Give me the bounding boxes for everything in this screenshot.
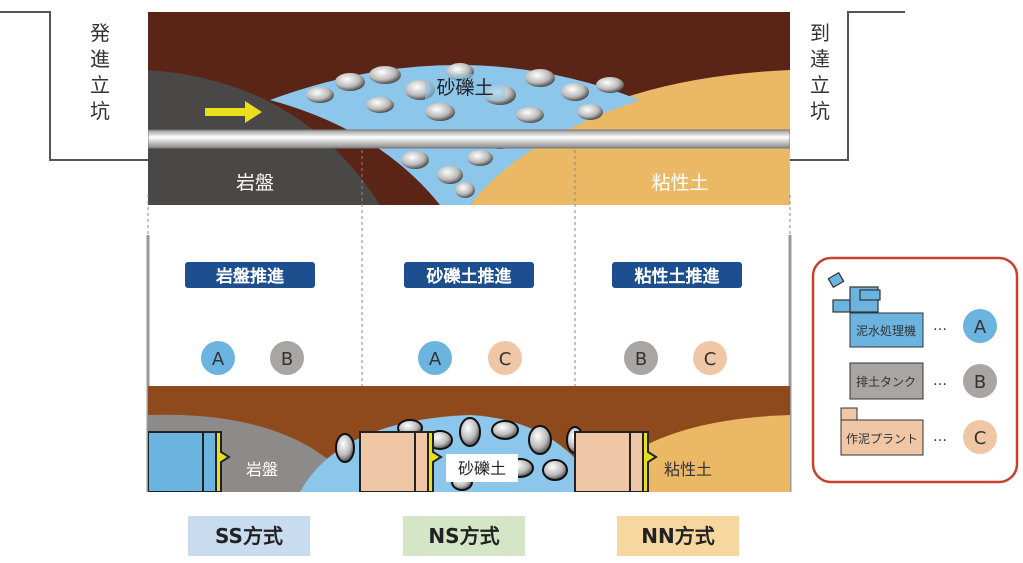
legend-label-a: 泥水処理機 xyxy=(856,323,916,338)
legend-dots: … xyxy=(933,429,947,445)
circle-label: A xyxy=(429,349,442,370)
bottom-gravel-label: 砂礫土 xyxy=(458,459,506,478)
start-shaft: 発 進 立 坑 xyxy=(0,11,148,161)
legend-label-c: 作泥プラント xyxy=(846,432,918,446)
legend-key-c: C xyxy=(974,428,987,449)
shield-machine-ss xyxy=(148,431,231,492)
arrow-right-icon xyxy=(205,101,262,123)
top-rock-label: 岩盤 xyxy=(236,172,274,194)
start-shaft-char: 立 xyxy=(90,73,110,97)
equipment-legend: 泥水処理機 … A 排土タンク … B 作泥プラント … C xyxy=(811,256,1019,484)
badge-gravel-label: 砂礫土推進 xyxy=(427,266,512,287)
circle-label: C xyxy=(704,349,717,370)
legend-dots: … xyxy=(933,318,947,334)
bottom-clay-label: 粘性土 xyxy=(664,460,712,479)
start-shaft-char: 進 xyxy=(90,47,110,71)
circle-label: B xyxy=(281,349,293,370)
start-shaft-char: 坑 xyxy=(90,99,110,123)
arrival-shaft-char: 到 xyxy=(810,21,830,45)
bottom-rock-label: 岩盤 xyxy=(246,460,278,479)
legend-box-b xyxy=(849,362,924,400)
badge-gravel xyxy=(404,262,534,288)
badge-clay xyxy=(612,262,742,288)
circle-label: A xyxy=(212,349,225,370)
top-cross-section xyxy=(148,12,790,205)
pipe xyxy=(148,129,790,149)
arrival-shaft-char: 達 xyxy=(810,47,830,71)
method-names: SS方式 NS方式 NN方式 xyxy=(188,516,739,556)
legend-key-b: B xyxy=(974,372,986,393)
slurry-treatment-icon xyxy=(827,271,881,313)
legend-dots: … xyxy=(933,373,947,389)
badge-rock-label: 岩盤推進 xyxy=(215,266,284,287)
method-ns-label: NS方式 xyxy=(428,524,499,548)
method-nn-label: NN方式 xyxy=(641,524,714,548)
circle-label: C xyxy=(499,349,512,370)
legend-label-b: 排土タンク xyxy=(856,375,916,389)
arrival-shaft-char: 坑 xyxy=(810,99,830,123)
shield-machine-nn xyxy=(574,431,658,492)
bottom-cross-section xyxy=(148,386,790,492)
badge-clay-label: 粘性土推進 xyxy=(635,266,720,287)
arrival-shaft: 到 達 立 坑 xyxy=(790,11,905,161)
legend-box-a xyxy=(849,312,924,348)
top-gravel-label: 砂礫土 xyxy=(436,77,493,99)
top-clay-label: 粘性土 xyxy=(651,172,708,194)
method-ss-label: SS方式 xyxy=(215,524,283,548)
equipment-circles: A B A C B C xyxy=(201,341,727,375)
legend-box-c xyxy=(840,419,924,456)
legend-key-a: A xyxy=(974,317,987,338)
method-badges: 岩盤推進 砂礫土推進 粘性土推進 xyxy=(185,262,742,288)
shield-machine-ns xyxy=(359,431,443,492)
start-shaft-char: 発 xyxy=(90,21,110,45)
arrival-shaft-char: 立 xyxy=(810,73,830,97)
badge-rock xyxy=(185,262,315,288)
circle-label: B xyxy=(635,349,647,370)
